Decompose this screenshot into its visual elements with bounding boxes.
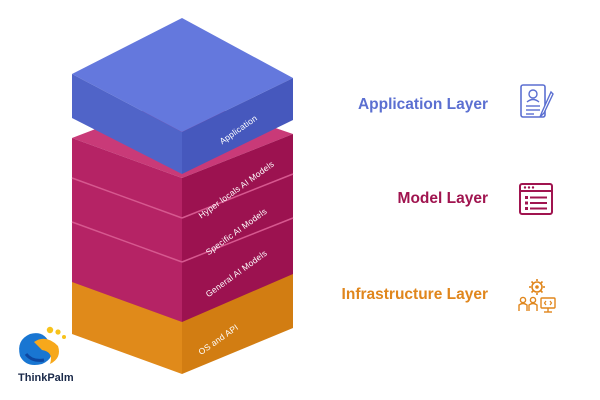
model-block-left-face bbox=[72, 138, 182, 322]
infrastructure-block-right-face bbox=[182, 266, 293, 374]
resume-document-icon bbox=[520, 84, 554, 118]
model-slab-divider bbox=[181, 217, 294, 263]
model-block-right-face bbox=[182, 134, 293, 322]
application-layer-title: Application Layer bbox=[357, 96, 488, 113]
application-block: Application bbox=[72, 18, 293, 174]
browser-list-icon bbox=[519, 183, 553, 215]
layer-stack-diagram: OS and API Hyper locals AI Models Specif… bbox=[71, 18, 294, 374]
model-slab-divider bbox=[71, 177, 183, 219]
thinkpalm-logo-icon bbox=[19, 326, 66, 365]
infrastructure-layer-title: Infrastructure Layer bbox=[341, 286, 488, 303]
infrastructure-block-left-face bbox=[72, 272, 182, 374]
model-slab-divider bbox=[71, 221, 183, 263]
application-block-right-face bbox=[182, 78, 293, 174]
model-slab-divider bbox=[181, 173, 294, 219]
team-gear-icon bbox=[518, 279, 556, 313]
model-layer-title: Model Layer bbox=[397, 190, 488, 207]
brand-name: ThinkPalm bbox=[18, 372, 74, 384]
application-block-top bbox=[72, 18, 293, 132]
application-block-left-face bbox=[72, 74, 182, 174]
